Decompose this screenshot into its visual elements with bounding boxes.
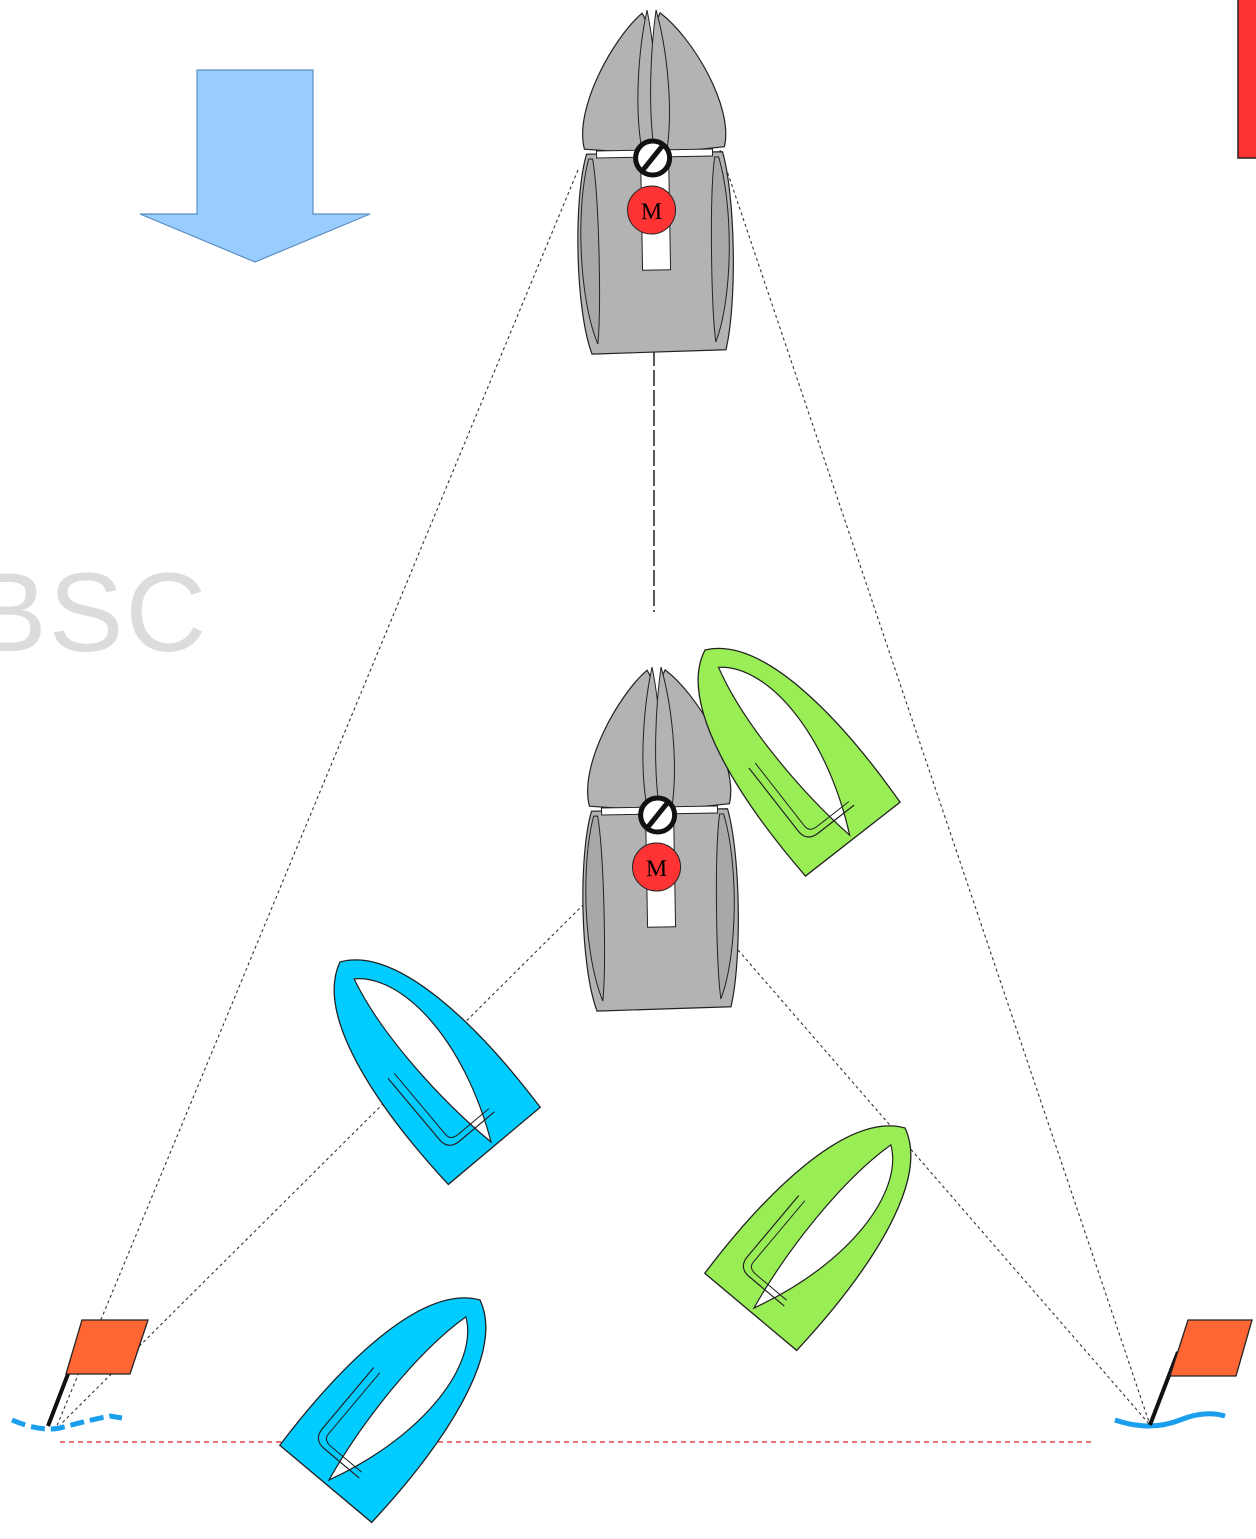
sailboat-green-lower [703,1088,953,1352]
badge-letter: M [641,199,663,225]
no-entry-icon [633,138,673,178]
no-entry-icon [638,795,678,835]
badge-letter: M [646,856,668,882]
sight-line-upper-right [719,149,1151,1426]
sight-lines [55,149,1151,1429]
committee-boat-lower: M [578,665,741,1012]
wind-arrow-icon [139,69,371,263]
pin-mark-left [11,1319,149,1432]
sight-line-upper-left [55,169,579,1429]
red-flag-icon [1237,0,1256,159]
sight-line-lower-left [59,899,589,1426]
water-wave [1114,1411,1226,1429]
sailboat-blue-upper [292,922,542,1186]
committee-badge: M [632,842,682,892]
pin-mark-right [1114,1319,1253,1429]
sight-line-lower-right [737,949,1151,1426]
water-wave [11,1413,123,1432]
flag-icon [1169,1319,1253,1377]
committee-boat-upper: M [573,8,736,355]
committee-badge: M [627,185,677,235]
flag-icon [65,1319,149,1375]
sailboat-blue-lower [278,1260,528,1524]
watermark-text: BSC [0,550,209,675]
